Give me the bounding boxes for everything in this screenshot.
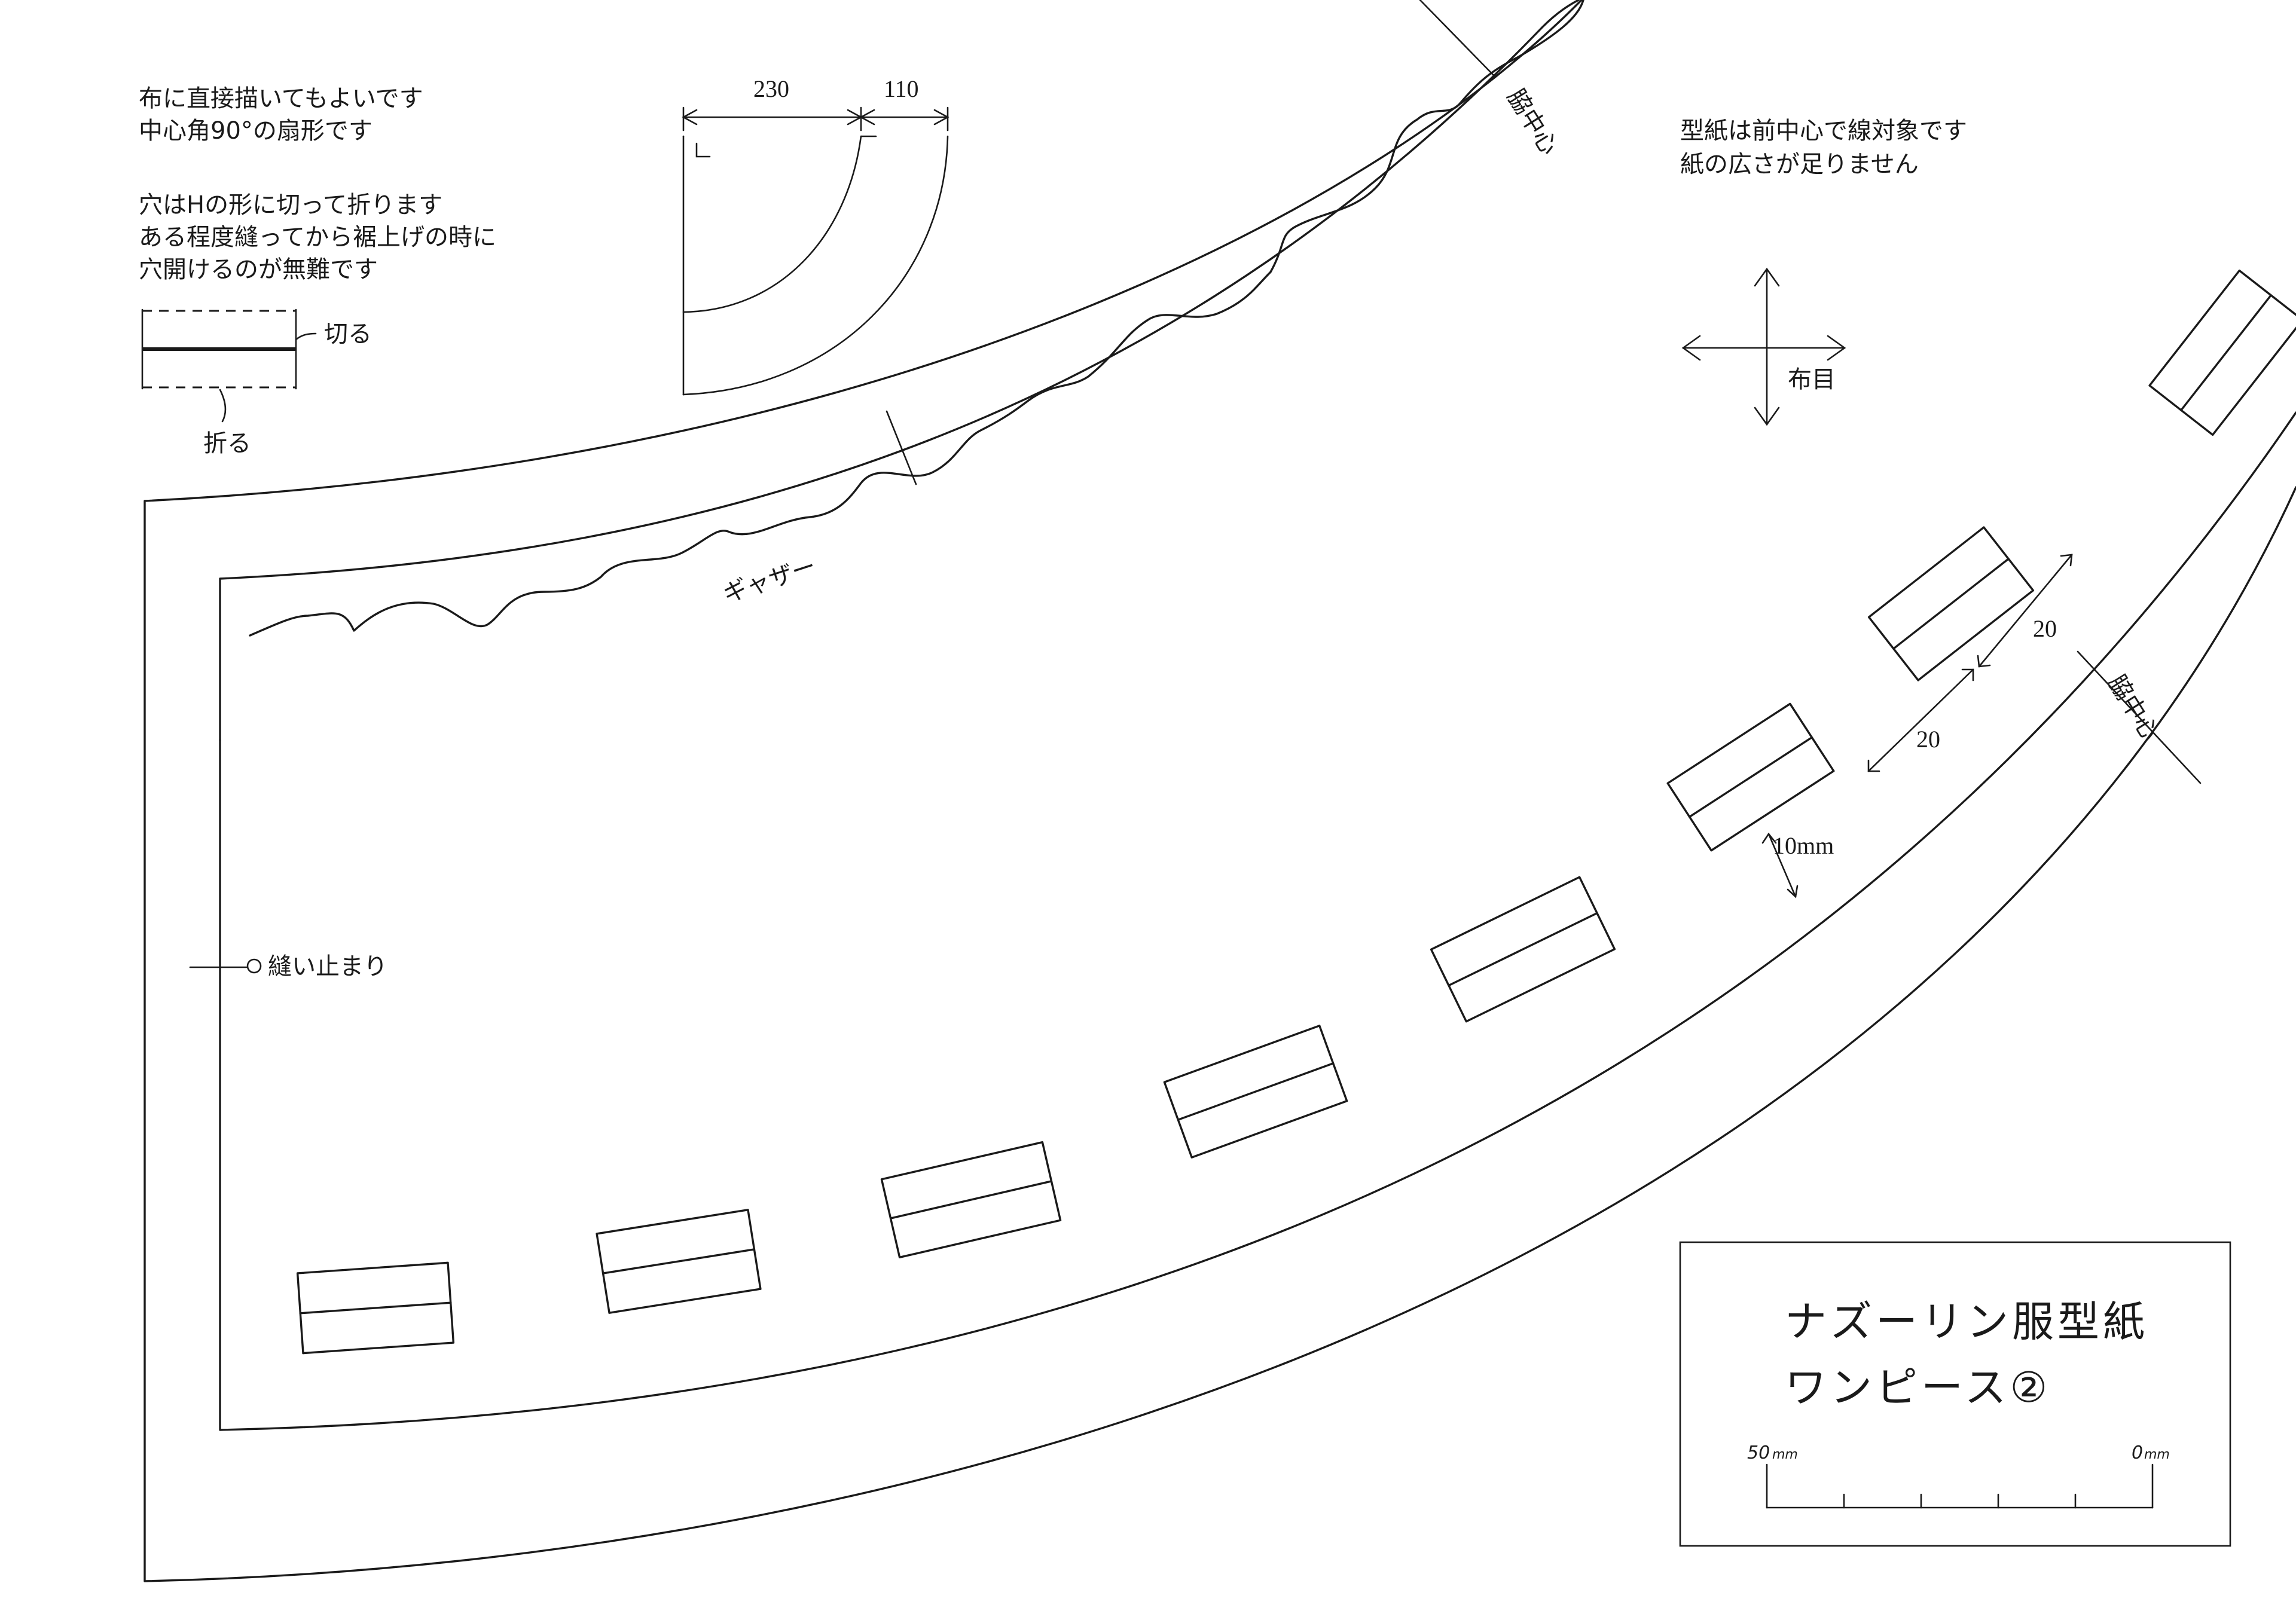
gap-10mm-label: 10mm — [1773, 832, 1834, 859]
buttonhole-slot — [1666, 702, 1835, 852]
buttonhole-slot — [1163, 1025, 1348, 1159]
buttonhole-slot — [1430, 876, 1616, 1023]
note-line-3: 穴はHの形に切って折ります — [139, 191, 442, 219]
mini-dim-outer: 110 — [884, 75, 919, 102]
scale-bar — [1766, 1463, 2154, 1509]
buttonhole-slot — [296, 1261, 455, 1355]
scale-left-unit: mm — [1772, 1447, 1798, 1462]
right-note-line-2: 紙の広さが足りません — [1680, 151, 1919, 178]
hem-seam-line — [219, 411, 2296, 1431]
note-line-4: ある程度縫ってから裾上げの時に — [139, 224, 496, 251]
buttonhole-slot — [1867, 526, 2035, 681]
buttonhole-sketch — [141, 308, 317, 423]
scale-right-value: 0 — [2132, 1442, 2143, 1463]
cut-label: 切る — [324, 320, 372, 348]
pattern-piece — [144, 0, 2296, 1582]
side-center-label-bottom: 脇中心 — [2103, 670, 2164, 745]
mini-quarter-circle-diagram — [682, 106, 949, 396]
gather-notch-mark — [886, 410, 917, 485]
scale-right-unit: mm — [2144, 1447, 2170, 1462]
side-notch-bottom — [2077, 650, 2202, 784]
grain-arrow — [1681, 267, 1846, 426]
note-line-1: 布に直接描いてもよいです — [139, 85, 423, 112]
note-line-2: 中心角90°の扇形です — [139, 117, 373, 145]
side-notch-top — [1419, 0, 1496, 78]
stop-stitch-mark — [189, 958, 262, 974]
stop-stitch-label: 縫い止まり — [268, 953, 387, 980]
gap-20-label-b: 20 — [2033, 615, 2057, 642]
title-line-2: ワンピース② — [1785, 1363, 2051, 1412]
outer-cut-line — [144, 0, 2296, 1582]
inner-seam-line — [219, 0, 1580, 741]
gather-label: ギャザー — [720, 552, 819, 608]
title-line-1: ナズーリン服型紙 — [1785, 1297, 2148, 1346]
title-box — [1679, 1241, 2231, 1547]
mini-dim-inner: 230 — [753, 75, 789, 102]
gathered-edge-line — [249, 0, 1584, 637]
buttonhole-slot — [880, 1141, 1062, 1259]
side-center-label-top: 脇中心 — [1502, 84, 1564, 160]
buttonhole-slot — [2148, 269, 2296, 436]
fold-label: 折る — [203, 430, 251, 457]
buttonhole-slot — [596, 1209, 762, 1314]
scale-left-value: 50 — [1747, 1442, 1770, 1463]
gap-20-label-a: 20 — [1916, 726, 1940, 753]
grain-label: 布目 — [1788, 366, 1836, 393]
right-note-line-1: 型紙は前中心で線対象です — [1680, 117, 1967, 145]
spacing-arrows — [1761, 554, 2073, 898]
buttonhole-slots — [296, 269, 2296, 1355]
note-line-5: 穴開けるのが無難です — [139, 256, 378, 283]
